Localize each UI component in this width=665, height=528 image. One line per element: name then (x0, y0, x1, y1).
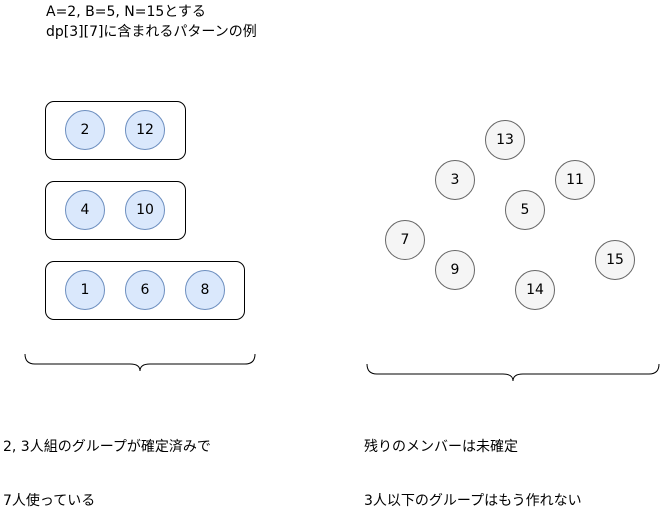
group-triple: 1 6 8 (45, 261, 245, 320)
header-line-1: A=2, B=5, N=15とする (46, 4, 206, 20)
header-line-2: dp[3][7]に含まれるパターンの例 (46, 24, 257, 40)
right-caption-line-1: 残りのメンバーは未確定 (364, 439, 518, 455)
right-caption-line-2: 3人以下のグループはもう作れない (364, 493, 582, 509)
remaining-node: 3 (435, 160, 475, 200)
right-brace (366, 363, 660, 382)
member-node: 12 (125, 110, 165, 150)
member-node: 1 (65, 270, 105, 310)
member-node: 8 (185, 270, 225, 310)
member-node: 6 (125, 270, 165, 310)
member-node: 2 (65, 110, 105, 150)
group-pair-1: 2 12 (45, 101, 186, 160)
remaining-node: 15 (595, 240, 635, 280)
left-caption: 2, 3人組のグループが確定済みで 7人使っている (3, 402, 211, 528)
left-caption-line-1: 2, 3人組のグループが確定済みで (3, 439, 211, 455)
left-caption-line-2: 7人使っている (3, 493, 96, 509)
remaining-node: 14 (515, 270, 555, 310)
group-pair-2: 4 10 (45, 181, 186, 240)
header-text: A=2, B=5, N=15とする dp[3][7]に含まれるパターンの例 (46, 2, 257, 42)
remaining-node: 9 (435, 250, 475, 290)
right-caption: 残りのメンバーは未確定 3人以下のグループはもう作れない (364, 402, 582, 528)
member-node: 10 (125, 190, 165, 230)
remaining-node: 5 (505, 190, 545, 230)
remaining-node: 7 (385, 220, 425, 260)
remaining-node: 11 (555, 160, 595, 200)
member-node: 4 (65, 190, 105, 230)
left-brace (24, 353, 256, 372)
remaining-node: 13 (485, 120, 525, 160)
